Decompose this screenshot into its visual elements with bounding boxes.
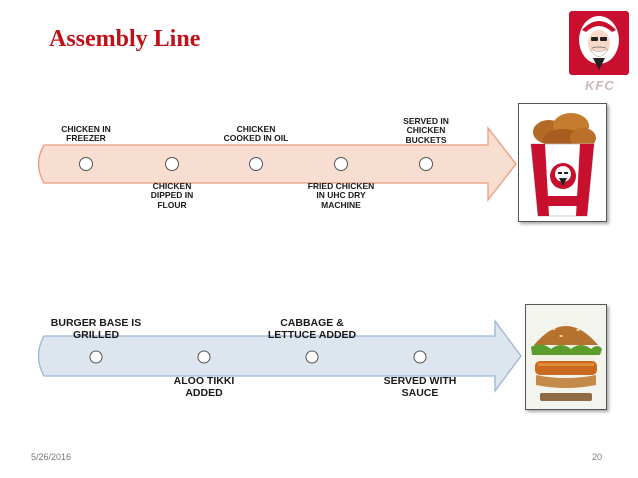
- chicken-step-5-label: SERVED IN CHICKEN BUCKETS: [403, 116, 449, 145]
- burger-step-3-label: CABBAGE & LETTUCE ADDED: [267, 317, 357, 341]
- chicken-step-1-label: CHICKEN IN FREEZER: [61, 124, 111, 144]
- chicken-step-4-node: [334, 157, 348, 171]
- footer-page-number: 20: [592, 452, 603, 462]
- chicken-step-4-label: FRIED CHICKEN IN UHC DRY MACHINE: [307, 181, 375, 210]
- chicken-step-2-node: [165, 157, 179, 171]
- burger-photo: [525, 304, 607, 410]
- chicken-step-3-node: [249, 157, 263, 171]
- burger-step-4-node: [413, 350, 427, 364]
- kfc-logo: [568, 10, 630, 76]
- chicken-step-3-label: CHICKEN COOKED IN OIL: [223, 124, 289, 144]
- burger-step-2-label: ALOO TIKKI ADDED: [173, 375, 235, 399]
- chicken-bucket-photo: [518, 103, 607, 222]
- chicken-step-5-node: [419, 157, 433, 171]
- burger-step-1-node: [89, 350, 103, 364]
- burger-step-3-node: [305, 350, 319, 364]
- chicken-step-2-label: CHICKEN DIPPED IN FLOUR: [150, 181, 194, 210]
- slide-title: Assembly Line: [49, 26, 201, 52]
- kfc-logo-text: KFC: [585, 78, 615, 93]
- burger-step-2-node: [197, 350, 211, 364]
- burger-step-1-label: BURGER BASE IS GRILLED: [50, 317, 142, 341]
- chicken-step-1-node: [79, 157, 93, 171]
- burger-step-4-label: SERVED WITH SAUCE: [383, 375, 457, 399]
- footer-date: 5/26/2016: [31, 452, 72, 462]
